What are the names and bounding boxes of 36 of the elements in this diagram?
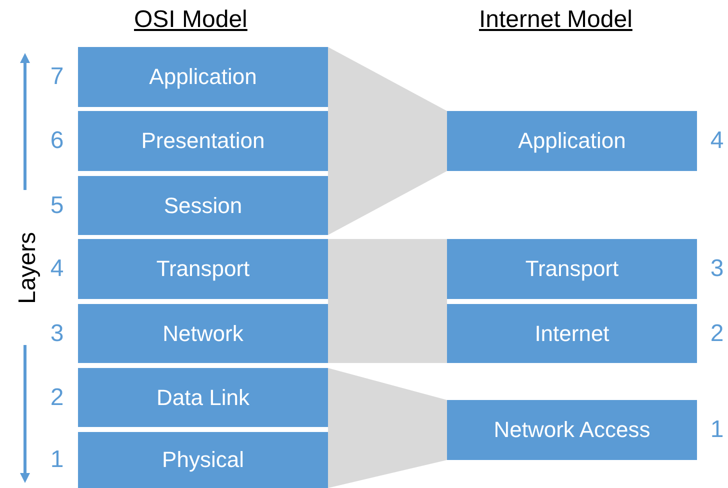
layer-box bbox=[78, 239, 328, 299]
layer-number: 1 bbox=[709, 416, 725, 444]
layer-name: Application bbox=[149, 64, 257, 90]
layer-box bbox=[447, 111, 697, 171]
layer-box bbox=[78, 111, 328, 171]
axis-label: Layers bbox=[14, 232, 42, 304]
layer-name: Data Link bbox=[156, 384, 250, 410]
layer-number: 2 bbox=[709, 320, 725, 348]
layer-number: 3 bbox=[49, 320, 65, 348]
layer-name: Session bbox=[164, 192, 242, 218]
layer-name: Network bbox=[162, 320, 244, 346]
layer-number: 4 bbox=[49, 255, 65, 283]
layer-name: Application bbox=[518, 128, 626, 154]
layer-number: 6 bbox=[49, 127, 65, 155]
layer-number: 2 bbox=[49, 384, 65, 412]
layer-box bbox=[78, 432, 328, 488]
layer-box bbox=[78, 47, 328, 107]
layer-box bbox=[78, 368, 328, 427]
layer-name: Network Access bbox=[494, 417, 650, 443]
column-heading: Internet Model bbox=[479, 6, 632, 34]
layer-number: 3 bbox=[709, 255, 725, 283]
layer-number: 5 bbox=[49, 192, 65, 220]
layer-name: Presentation bbox=[141, 128, 265, 154]
column-heading: OSI Model bbox=[134, 6, 248, 34]
layer-name: Transport bbox=[156, 256, 250, 282]
layer-number: 4 bbox=[709, 127, 725, 155]
layer-name: Transport bbox=[525, 256, 619, 282]
layer-number: 7 bbox=[49, 63, 65, 91]
layer-box bbox=[447, 304, 697, 363]
layer-name: Internet bbox=[534, 320, 610, 346]
layer-box bbox=[78, 304, 328, 363]
layer-number: 1 bbox=[49, 446, 65, 474]
layer-box bbox=[78, 176, 328, 235]
layer-box bbox=[447, 400, 697, 460]
layer-name: Physical bbox=[162, 447, 244, 473]
layer-box bbox=[447, 239, 697, 299]
